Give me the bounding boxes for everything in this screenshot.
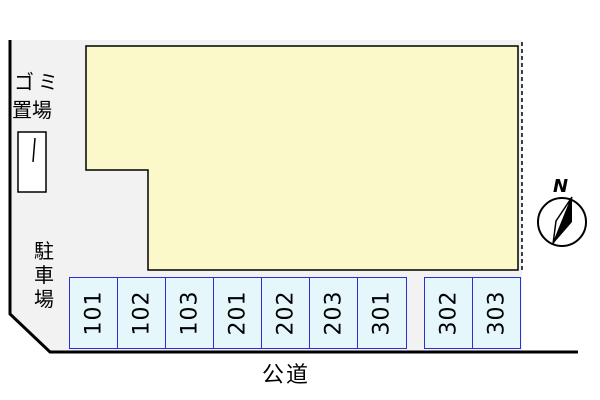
parking-space-302: 302 xyxy=(424,277,473,349)
parking-label-char-2: 車 xyxy=(34,263,54,287)
road-label: 公道 xyxy=(262,363,311,388)
parking-space-202: 202 xyxy=(261,277,310,349)
parking-space-number: 201 xyxy=(225,290,250,336)
lot-boundary xyxy=(8,40,578,354)
garbage-box-line xyxy=(32,137,36,163)
parking-space-number: 302 xyxy=(436,290,461,336)
parking-space-303: 303 xyxy=(472,277,521,349)
garbage-label-line2: 置場 xyxy=(12,98,52,122)
parking-space-number: 301 xyxy=(369,290,395,336)
parking-space-number: 202 xyxy=(273,290,298,336)
parking-space-201: 201 xyxy=(213,277,262,349)
parking-space-number: 102 xyxy=(129,290,154,336)
parking-label-char-3: 場 xyxy=(34,287,54,311)
parking-space-102: 102 xyxy=(117,277,166,349)
compass-needle-light xyxy=(552,196,573,245)
parking-space-203: 203 xyxy=(309,277,358,349)
parking-space-101: 101 xyxy=(69,277,118,349)
parking-space-number: 303 xyxy=(484,290,509,336)
garbage-label-line1: ゴミ xyxy=(14,70,62,94)
parking-space-301: 301 xyxy=(357,277,407,349)
parking-space-number: 101 xyxy=(81,290,106,336)
garbage-box xyxy=(17,131,47,193)
parking-space-103: 103 xyxy=(165,277,214,349)
parking-space-number: 103 xyxy=(177,290,202,336)
north-label: N xyxy=(553,176,569,197)
parking-space-number: 203 xyxy=(321,290,346,336)
parking-label-char-1: 駐 xyxy=(34,239,54,263)
building-footprint xyxy=(85,45,519,271)
